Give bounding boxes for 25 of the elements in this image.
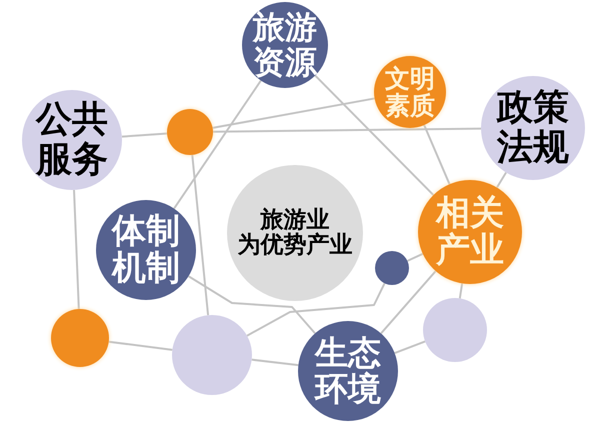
connector-line xyxy=(423,124,450,185)
connector-line xyxy=(191,154,210,316)
connector-line xyxy=(73,190,80,310)
connector-line xyxy=(188,275,316,334)
topic-text: 公共服务 xyxy=(35,100,109,180)
topic-text: 旅游业为优势产业 xyxy=(238,208,352,258)
topic-text: 旅游资源 xyxy=(252,10,318,80)
topic-text: 体制机制 xyxy=(111,212,181,288)
connector-line xyxy=(407,252,424,262)
connector-line xyxy=(380,270,436,334)
connector-line xyxy=(496,172,507,188)
topic-text: 相关产业 xyxy=(435,194,505,270)
connector-line xyxy=(252,358,298,366)
connector-line xyxy=(212,128,482,133)
topic-text: 政策法规 xyxy=(496,88,570,168)
connector-line xyxy=(458,283,464,299)
connector-line xyxy=(246,282,386,337)
connector-line xyxy=(394,340,426,354)
connector-line xyxy=(173,80,262,210)
connector-line xyxy=(212,97,375,129)
topic-text: 文明素质 xyxy=(384,64,436,120)
topic-text: 生态环境 xyxy=(314,334,382,408)
connector-line xyxy=(314,74,434,196)
connector-line xyxy=(122,132,168,138)
connector-line xyxy=(108,340,172,351)
